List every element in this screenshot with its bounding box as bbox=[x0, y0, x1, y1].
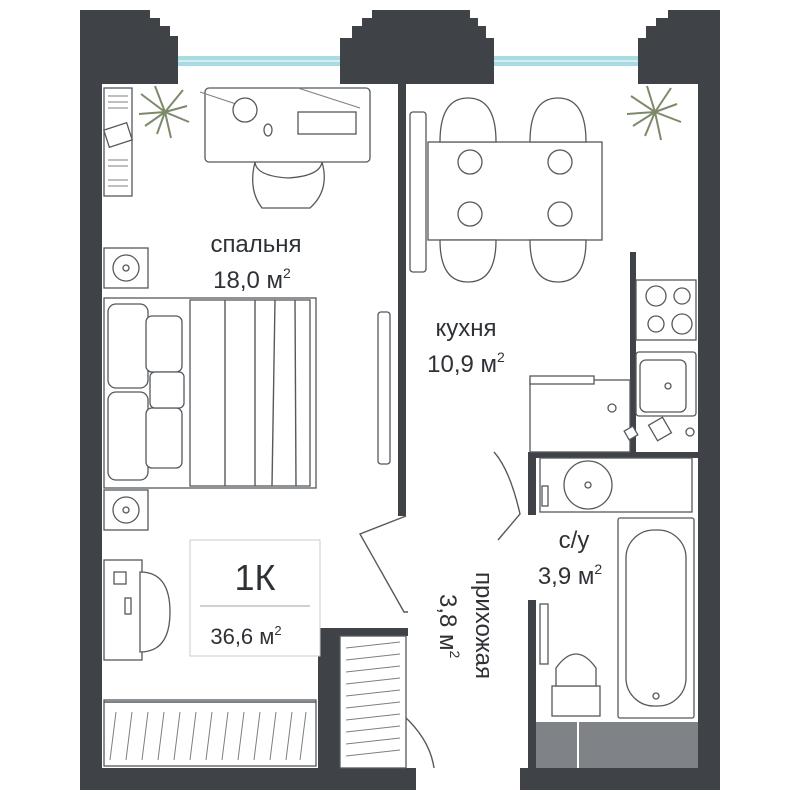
plant-kitchen bbox=[626, 85, 682, 141]
hangers-bedroom bbox=[109, 711, 307, 761]
kitchen-furniture bbox=[409, 97, 697, 453]
kitchen-area: 10,9 м2 bbox=[427, 349, 505, 378]
tv-stand bbox=[377, 311, 391, 465]
bedroom-furniture bbox=[102, 87, 391, 767]
bathroom-furniture bbox=[539, 457, 695, 719]
summary-box: 1К 36,6 м2 bbox=[189, 539, 321, 657]
hallway-area: 3,8 м2 bbox=[434, 594, 463, 659]
blanket bbox=[189, 299, 311, 487]
kitchen-counter bbox=[529, 379, 631, 453]
walls bbox=[80, 10, 720, 790]
hall-wardrobe bbox=[339, 635, 407, 769]
wardrobe-bedroom bbox=[103, 699, 317, 767]
towel-rail bbox=[539, 603, 549, 665]
desk-chair bbox=[252, 161, 325, 209]
lamp bbox=[232, 97, 258, 123]
toilet-tank bbox=[551, 685, 601, 717]
bathroom-area: 3,9 м2 bbox=[538, 561, 603, 590]
apartment-type: 1К bbox=[235, 557, 276, 598]
bedroom-name: спальня bbox=[210, 231, 301, 258]
bedroom-area: 18,0 м2 bbox=[213, 265, 291, 294]
dining-table bbox=[427, 141, 603, 241]
mouse bbox=[263, 123, 273, 137]
hallway-name: прихожая bbox=[470, 572, 497, 679]
bathroom-name: с/у bbox=[559, 527, 590, 554]
total-area: 36,6 м2 bbox=[210, 623, 281, 649]
plant-bedroom bbox=[138, 85, 190, 139]
vanity-chair bbox=[139, 571, 171, 653]
bench bbox=[409, 111, 427, 273]
laptop bbox=[297, 111, 357, 135]
bath-counter bbox=[539, 457, 693, 513]
kitchen-name: кухня bbox=[435, 315, 496, 342]
toilet-bowl bbox=[555, 653, 597, 687]
room-labels: спальня 18,0 м2 кухня 10,9 м2 с/у 3,9 м2… bbox=[210, 231, 602, 679]
plants bbox=[138, 85, 682, 141]
windows bbox=[178, 56, 638, 66]
hallway-furniture bbox=[339, 451, 521, 769]
